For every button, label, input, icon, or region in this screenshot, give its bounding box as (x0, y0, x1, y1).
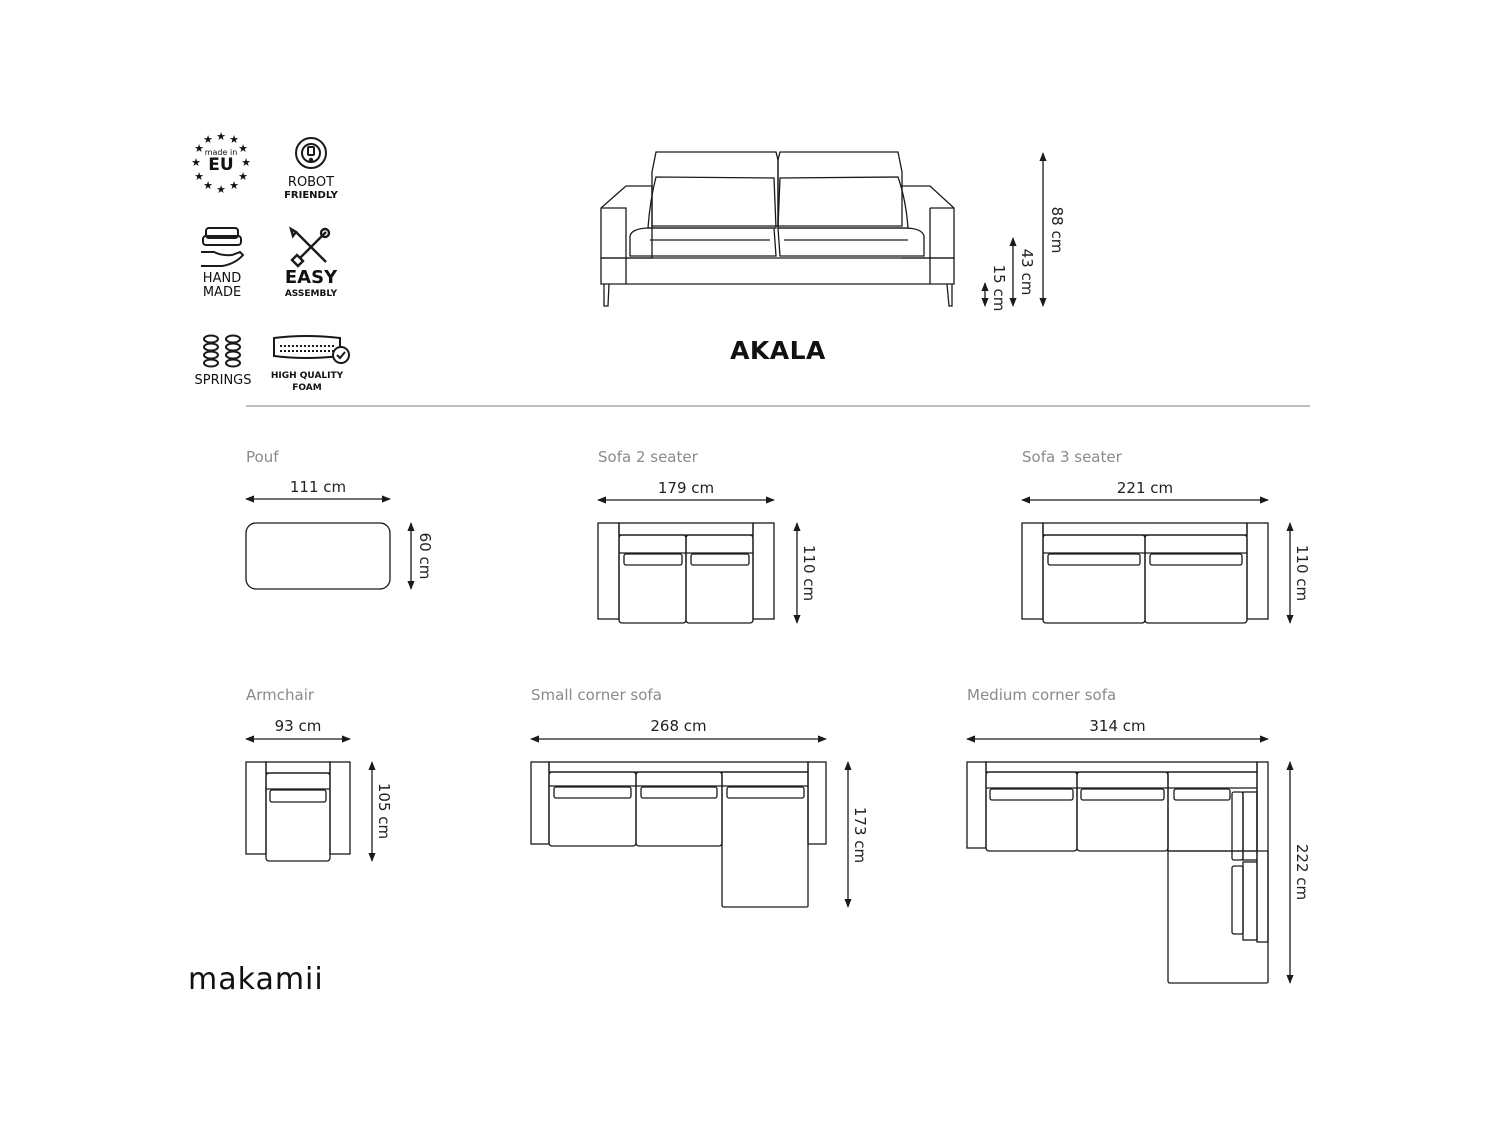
made-in-eu-icon: ★ ★ ★ ★ ★ ★ ★ ★ ★ ★ ★ ★ (191, 130, 251, 196)
variant-title-sofa-3: Sofa 3 seater (1022, 448, 1122, 466)
springs-icon (203, 334, 241, 368)
tools-icon (289, 226, 331, 268)
armchair-drawing (245, 761, 351, 862)
svg-text:★: ★ (229, 133, 239, 146)
sofa3-depth-label: 110 cm (1293, 544, 1311, 602)
front-view-sofa (600, 151, 955, 307)
medium-corner-depth-label: 222 cm (1293, 843, 1311, 901)
svg-text:★: ★ (229, 179, 239, 192)
feature-foam-line2: FOAM (292, 383, 322, 393)
sofa-3-seater-drawing (1021, 522, 1269, 624)
sofa-2-seater-drawing (597, 522, 775, 624)
svg-text:★: ★ (216, 130, 226, 143)
feature-made-in-line2: EU (208, 155, 234, 175)
height-label: 88 cm (1048, 206, 1066, 254)
armchair-depth-label: 105 cm (375, 782, 393, 840)
svg-text:★: ★ (203, 179, 213, 192)
feature-foam-line1: HIGH QUALITY (270, 371, 344, 381)
svg-text:★: ★ (203, 133, 213, 146)
product-name: AKALA (730, 336, 826, 365)
hand-made-icon (201, 227, 245, 267)
armchair-width-label: 93 cm (274, 717, 322, 735)
variant-title-pouf: Pouf (246, 448, 279, 466)
robot-vacuum-icon (295, 137, 327, 169)
brand-logo: makamii (188, 962, 324, 997)
variant-title-small-corner: Small corner sofa (531, 686, 662, 704)
feature-springs-label: SPRINGS (194, 373, 252, 388)
feature-easy-line1: EASY (284, 267, 338, 288)
pouf-drawing (245, 522, 391, 590)
variant-title-medium-corner: Medium corner sofa (967, 686, 1117, 704)
svg-text:★: ★ (238, 142, 248, 155)
pouf-width-label: 111 cm (289, 478, 347, 496)
sofa2-width-label: 179 cm (657, 479, 715, 497)
variant-title-armchair: Armchair (246, 686, 315, 704)
sofa3-width-label: 221 cm (1116, 479, 1174, 497)
medium-corner-width-label: 314 cm (1089, 717, 1146, 735)
svg-text:★: ★ (238, 170, 248, 183)
small-corner-sofa-drawing (530, 761, 827, 908)
svg-text:★: ★ (194, 170, 204, 183)
feature-made-in-line1: made in (204, 148, 238, 157)
leg-height-label: 15 cm (990, 264, 1008, 312)
small-corner-width-label: 268 cm (650, 717, 707, 735)
svg-text:★: ★ (241, 156, 251, 169)
feature-hand-line1: HAND (202, 271, 242, 286)
svg-text:★: ★ (216, 183, 226, 196)
seat-height-label: 43 cm (1018, 248, 1036, 296)
feature-robot-line1: ROBOT (287, 175, 335, 190)
feature-easy-line2: ASSEMBLY (284, 289, 338, 299)
small-corner-depth-label: 173 cm (851, 806, 869, 864)
medium-corner-sofa-drawing (966, 761, 1269, 984)
pouf-depth-label: 60 cm (416, 532, 434, 580)
feature-robot-line2: FRIENDLY (284, 190, 338, 201)
variant-title-sofa-2: Sofa 2 seater (598, 448, 698, 466)
feature-hand-line2: MADE (202, 285, 242, 300)
foam-icon (273, 335, 350, 364)
sofa2-depth-label: 110 cm (800, 544, 818, 602)
svg-text:★: ★ (191, 156, 201, 169)
svg-text:★: ★ (194, 142, 204, 155)
